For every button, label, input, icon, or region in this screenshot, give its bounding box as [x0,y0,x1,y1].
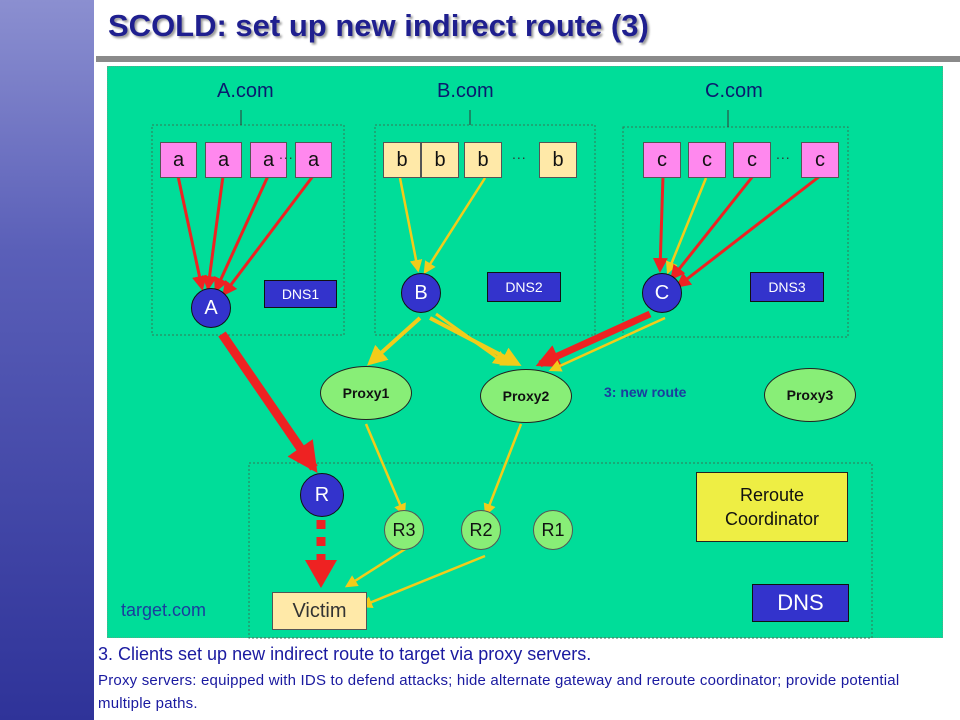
legit-arrow-c2 [665,177,708,275]
attack-arrow-a3 [214,175,270,293]
route-b-to-proxy1 [367,316,422,366]
dns-box-c: DNS3 [750,272,824,302]
client-c-3: c [733,142,771,178]
domain-a-frame [151,124,345,336]
client-c-4: c [801,142,839,178]
router-c: C [642,273,682,313]
client-b-4: b [539,142,577,178]
caption-detail: Proxy servers: equipped with IDS to defe… [98,672,900,712]
client-b-2: b [421,142,459,178]
new-route-label: 3: new route [604,384,687,400]
proxy-1: Proxy1 [320,366,412,420]
attack-arrow-a2 [202,175,225,291]
client-c-2: c [688,142,726,178]
target-dns: DNS [752,584,849,622]
victim-host: Victim [272,592,367,630]
reroute-coordinator: Reroute Coordinator [696,472,848,542]
route-proxy1-to-r3 [364,423,406,517]
client-b-ellipsis: ... [512,146,527,162]
domain-b-frame [374,124,596,336]
router-r: R [300,473,344,517]
attack-arrow-a1 [176,175,207,291]
client-c-ellipsis: ... [776,146,791,162]
client-a-4: a [295,142,332,178]
client-c-1: c [643,142,681,178]
client-a-ellipsis: ... [279,146,294,162]
slide-sidebar [0,0,94,720]
attack-c-to-proxy2 [535,310,652,368]
client-b-1: b [383,142,421,178]
client-a-2: a [205,142,242,178]
domain-c-frame [622,126,849,338]
router-b: B [401,273,441,313]
title-underline [96,56,960,62]
attack-arrow-a4 [222,175,315,297]
attack-arrow-c1 [652,175,668,273]
legit-arrow-b1 [398,177,423,273]
legit-arrow-b2 [423,177,487,275]
new-route-c-to-proxy2 [548,316,666,372]
domain-label-a: A.com [217,80,274,102]
target-domain-frame [248,462,873,639]
gateway-r3: R3 [384,510,424,550]
client-a-1: a [160,142,197,178]
route-proxy2-to-r2 [483,423,523,517]
router-a: A [191,288,231,328]
caption-main: 3. Clients set up new indirect route to … [98,644,592,664]
attack-r-to-victim-head [305,560,337,588]
gateway-r1: R1 [533,510,573,550]
client-b-3: b [464,142,502,178]
route-r3-to-victim [344,544,411,588]
domain-label-c: C.com [705,80,763,102]
dns-box-b: DNS2 [487,272,561,302]
proxy-3: Proxy3 [764,368,856,422]
attack-arrow-c4 [675,174,821,288]
proxy-2: Proxy2 [480,369,572,423]
target-domain-label: target.com [121,600,207,620]
route-b-to-proxy2-alt [435,312,509,366]
domain-label-b: B.com [437,80,494,102]
dns-box-a: DNS1 [264,280,337,308]
slide-title: SCOLD: set up new indirect route (3) [108,8,649,43]
client-a-3: a [250,142,287,178]
route-r2-to-victim [359,554,486,609]
attack-a-to-r [218,331,318,474]
attack-arrow-c3 [670,175,755,281]
gateway-r2: R2 [461,510,501,550]
